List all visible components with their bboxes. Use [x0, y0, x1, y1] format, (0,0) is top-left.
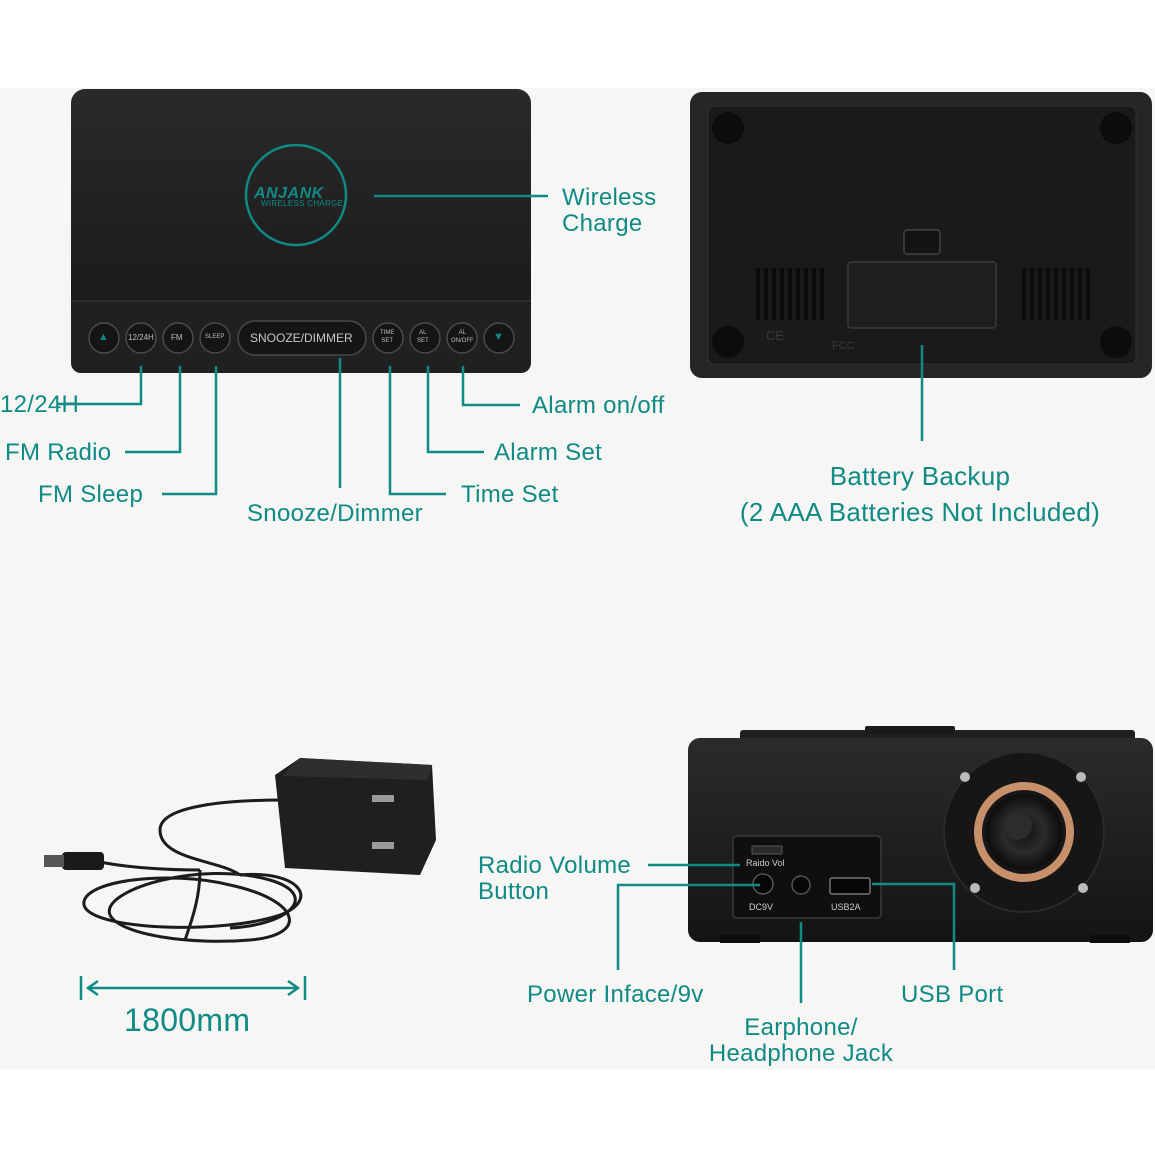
dc9v-label: DC9V: [749, 902, 774, 912]
cable-length-dimension: [79, 976, 307, 1000]
clock-side-view: [688, 726, 1153, 943]
battery-cover: [847, 261, 997, 329]
button-alarm-onoff-line2: ON/OFF: [451, 338, 474, 344]
button-alarm-onoff[interactable]: AL ON/OFF: [451, 329, 474, 345]
label-alarm-onoff: Alarm on/off: [532, 392, 665, 419]
power-adapter: [44, 758, 436, 943]
button-sleep[interactable]: SLEEP: [205, 334, 225, 340]
label-battery-backup: Battery Backup (2 AAA Batteries Not Inclu…: [716, 458, 1124, 530]
label-fm-radio: FM Radio: [5, 439, 112, 466]
ce-mark: CE: [766, 328, 785, 343]
label-radio-volume-line1: Radio Volume: [478, 852, 632, 879]
button-alarm-set[interactable]: AL SET: [417, 329, 429, 345]
brand-subtitle: WIRELESS CHARGE: [261, 199, 344, 208]
label-usb-port: USB Port: [901, 981, 1004, 1008]
button-time-set[interactable]: TIME SET: [380, 329, 394, 345]
label-earphone-line1: Earphone/: [744, 1014, 858, 1041]
button-time-set-line1: TIME: [380, 330, 395, 336]
button-alarm-onoff-line1: AL: [458, 330, 466, 336]
brand-logo: ANJANK: [254, 185, 324, 202]
button-alarm-set-line1: AL: [419, 330, 427, 336]
label-earphone: Earphone/Headphone Jack: [704, 1015, 898, 1067]
button-time-set-line2: SET: [381, 338, 393, 344]
label-power: Power Inface/9v: [527, 981, 704, 1008]
label-snooze-dimmer: Snooze/Dimmer: [247, 500, 423, 527]
label-time-set: Time Set: [461, 481, 559, 508]
label-battery-backup-line1: Battery Backup: [829, 461, 1011, 491]
label-cable-length: 1800mm: [124, 1002, 251, 1038]
port-panel: [732, 835, 882, 919]
label-fm-sleep: FM Sleep: [38, 481, 144, 508]
clock-top-view: [71, 89, 531, 373]
up-button[interactable]: ▲: [98, 331, 109, 343]
label-1224h: 12/24H: [0, 391, 80, 418]
label-earphone-line2: Headphone Jack: [708, 1040, 894, 1067]
wireless-charge-ring: [244, 143, 348, 247]
label-wireless-charge-line1: Wireless: [562, 184, 657, 211]
vent-right: [1022, 268, 1090, 320]
clock-bottom-view: [690, 92, 1152, 378]
fcc-mark: FCC: [832, 340, 855, 352]
speaker-copper-ring: [974, 782, 1074, 882]
headphone-port: [791, 875, 811, 895]
label-alarm-set: Alarm Set: [494, 439, 603, 466]
vent-left: [756, 268, 824, 320]
button-fm-radio[interactable]: FM: [171, 333, 183, 342]
down-button[interactable]: ▼: [493, 331, 504, 343]
button-1224h[interactable]: 12/24H: [128, 333, 154, 342]
stand-hinge: [903, 229, 941, 255]
volume-wheel: [751, 845, 783, 855]
label-radio-volume-line2: Button: [478, 878, 550, 905]
usb-port: [829, 877, 871, 895]
label-wireless-charge-line2: Charge: [562, 210, 643, 237]
radio-vol-label: Raido Vol: [746, 858, 785, 868]
label-battery-backup-line2: (2 AAA Batteries Not Included): [739, 497, 1101, 527]
leader-lines: [58, 194, 956, 1003]
usb2a-label: USB2A: [831, 902, 861, 912]
button-alarm-set-line2: SET: [417, 338, 429, 344]
button-snooze-dimmer[interactable]: SNOOZE/DIMMER: [250, 331, 353, 345]
